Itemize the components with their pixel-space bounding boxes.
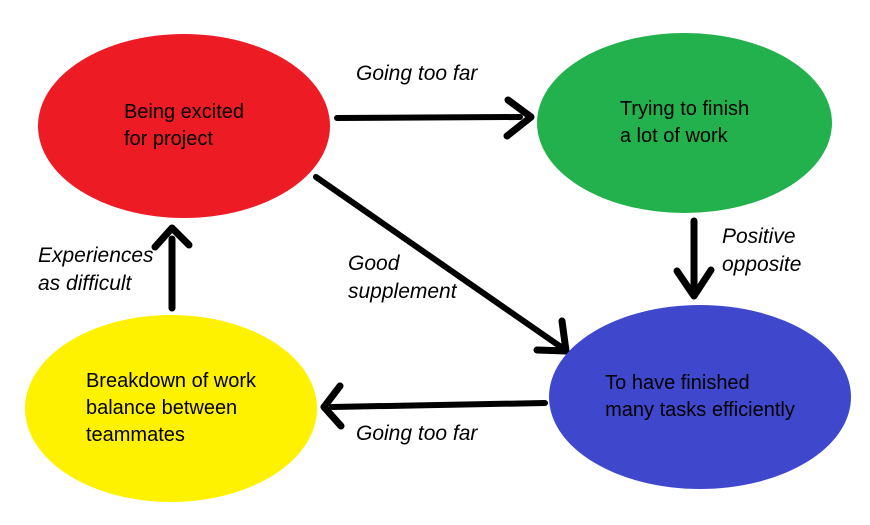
text-line: Experiences bbox=[38, 244, 154, 267]
text-line: Being excited bbox=[123, 101, 245, 123]
arrow-yellow-to-red bbox=[151, 224, 193, 312]
node-breakdown-of-work-balance: Breakdown of work balance between teamma… bbox=[25, 315, 317, 502]
text-line: Going too far bbox=[356, 422, 478, 445]
edge-label-good-supplement: Good supplement bbox=[348, 250, 457, 306]
text-line: supplement bbox=[348, 280, 457, 303]
node-finished-many-tasks: To have finished many tasks efficiently bbox=[549, 305, 851, 489]
edge-label-going-too-far-top: Going too far bbox=[356, 60, 477, 88]
edge-label-going-too-far-bottom: Going too far bbox=[356, 420, 477, 448]
node-label: Trying to finish a lot of work bbox=[620, 96, 749, 150]
text-line: for project bbox=[123, 128, 213, 150]
arrow-red-to-green bbox=[334, 96, 535, 140]
arrow-green-to-blue bbox=[673, 217, 715, 300]
text-line: Positive bbox=[722, 225, 796, 248]
edge-label-positive-opposite: Positive opposite bbox=[722, 223, 801, 279]
arrow-blue-to-yellow bbox=[320, 382, 548, 430]
node-label: Being excited for project bbox=[124, 99, 244, 153]
text-line: balance between bbox=[85, 397, 238, 419]
text-line: Good bbox=[348, 252, 400, 275]
text-line: Trying to finish bbox=[619, 98, 750, 120]
text-line: a lot of work bbox=[619, 125, 728, 147]
node-label: To have finished many tasks efficiently bbox=[605, 370, 795, 424]
text-line: many tasks efficiently bbox=[605, 399, 795, 421]
arrow-red-to-blue bbox=[313, 174, 570, 355]
text-line: teammates bbox=[85, 424, 185, 446]
node-trying-to-finish-work: Trying to finish a lot of work bbox=[537, 33, 832, 213]
text-line: opposite bbox=[722, 253, 802, 276]
node-being-excited-for-project: Being excited for project bbox=[38, 34, 330, 218]
node-label: Breakdown of work balance between teamma… bbox=[86, 368, 256, 449]
text-line: Going too far bbox=[356, 62, 478, 85]
text-line: Breakdown of work bbox=[85, 370, 257, 392]
edge-label-experiences-as-difficult: Experiences as difficult bbox=[38, 242, 154, 298]
text-line: To have finished bbox=[605, 372, 750, 394]
text-line: as difficult bbox=[38, 272, 132, 295]
